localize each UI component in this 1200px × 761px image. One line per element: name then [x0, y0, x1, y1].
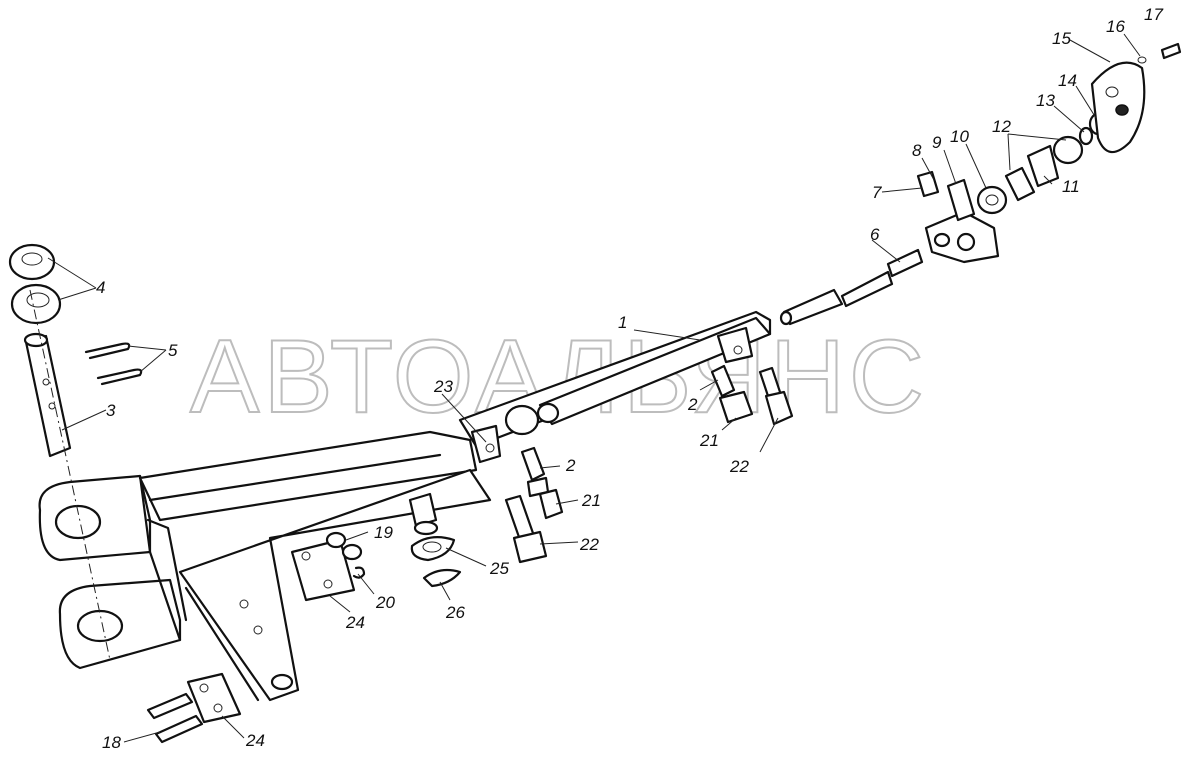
- callout-26: 26: [445, 603, 465, 622]
- callout-1: 1: [618, 313, 627, 332]
- callout-14: 14: [1058, 71, 1077, 90]
- callout-16: 16: [1106, 17, 1125, 36]
- callout-2b: 2: [565, 456, 576, 475]
- bolt-set-lower: [504, 446, 564, 564]
- callout-25: 25: [489, 559, 509, 578]
- callout-8: 8: [912, 141, 922, 160]
- bracket-plate-mid: [290, 531, 366, 602]
- callout-9: 9: [932, 133, 942, 152]
- callout-19: 19: [374, 523, 393, 542]
- cotter-pins: [84, 342, 143, 386]
- callout-20: 20: [375, 593, 395, 612]
- callout-6: 6: [870, 225, 880, 244]
- callout-11: 11: [1062, 177, 1080, 196]
- leader-lines: [47, 33, 1141, 743]
- callout-17: 17: [1144, 5, 1163, 24]
- steering-tube: [458, 310, 772, 464]
- callout-7: 7: [872, 183, 882, 202]
- shaft: [779, 248, 924, 326]
- callout-15: 15: [1052, 29, 1071, 48]
- callout-22b: 22: [579, 535, 599, 554]
- callout-13: 13: [1036, 91, 1055, 110]
- callout-5: 5: [168, 341, 178, 360]
- cylinder-nut: [408, 492, 462, 588]
- washer-lower: [10, 283, 62, 325]
- callout-24a: 24: [345, 613, 365, 632]
- callout-2a: 2: [687, 395, 698, 414]
- callout-18: 18: [102, 733, 121, 752]
- tow-fork-frame: [29, 289, 492, 702]
- callout-12: 12: [992, 117, 1011, 136]
- callout-10: 10: [950, 127, 969, 146]
- control-head: [916, 42, 1182, 264]
- callout-4: 4: [96, 278, 105, 297]
- callout-22a: 22: [729, 457, 749, 476]
- callout-23: 23: [433, 377, 453, 396]
- bolt-set-upper: [710, 364, 794, 426]
- callout-24b: 24: [245, 731, 265, 750]
- callouts: 1 2 2 3 4 5 6 7 8 9 10 11 12 13 14 15 16…: [96, 5, 1163, 752]
- callout-3: 3: [106, 401, 116, 420]
- callout-21b: 21: [581, 491, 601, 510]
- washer-upper: [8, 243, 56, 281]
- pin: [23, 332, 72, 458]
- bracket-plate-low: [146, 672, 242, 744]
- callout-21a: 21: [699, 431, 719, 450]
